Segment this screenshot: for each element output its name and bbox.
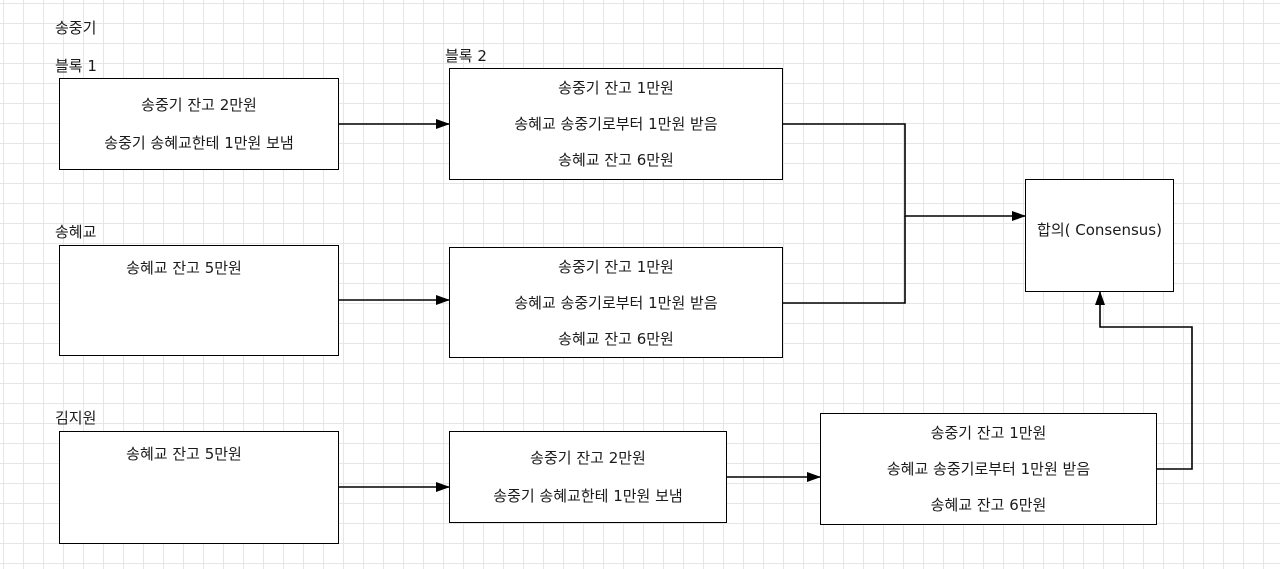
box-block1-songjoongki[interactable]: 송중기 잔고 2만원 송중기 송혜교한테 1만원 보냄 [59, 78, 339, 170]
box-block3-kimjiwon[interactable]: 송중기 잔고 1만원 송혜교 송중기로부터 1만원 받음 송혜교 잔고 6만원 [820, 413, 1157, 525]
box-line: 송중기 송혜교한테 1만원 보냄 [493, 487, 683, 505]
box-block2-kimjiwon[interactable]: 송중기 잔고 2만원 송중기 송혜교한테 1만원 보냄 [449, 431, 727, 523]
box-line: 송혜교 잔고 5만원 [126, 445, 242, 463]
arrow-b7-to-consensus [1095, 291, 1193, 470]
label-songhyegyo: 송혜교 [55, 223, 97, 241]
box-line: 송중기 잔고 1만원 [558, 257, 674, 276]
box-block2-songhyegyo[interactable]: 송중기 잔고 1만원 송혜교 송중기로부터 1만원 받음 송혜교 잔고 6만원 [449, 247, 783, 358]
box-block1-kimjiwon[interactable]: 송혜교 잔고 5만원 [59, 431, 339, 544]
box-line: 송혜교 잔고 6만원 [558, 151, 674, 169]
box-line: 송중기 잔고 2만원 [141, 96, 257, 114]
box-consensus[interactable]: 합의( Consensus) [1025, 179, 1174, 292]
box-line: 송혜교 송중기로부터 1만원 받음 [514, 293, 718, 312]
box-line: 송혜교 송중기로부터 1만원 받음 [514, 115, 718, 133]
box-block2-songjoongki[interactable]: 송중기 잔고 1만원 송혜교 송중기로부터 1만원 받음 송혜교 잔고 6만원 [449, 68, 783, 180]
arrow-b2-to-consensus [783, 123, 1026, 221]
box-line: 송혜교 송중기로부터 1만원 받음 [886, 460, 1091, 478]
label-block-1: 블록 1 [55, 57, 97, 75]
consensus-label: 합의( Consensus) [1037, 220, 1162, 239]
box-line: 송중기 송혜교한테 1만원 보냄 [104, 134, 294, 152]
box-line: 송중기 잔고 1만원 [930, 424, 1047, 442]
box-line: 송중기 잔고 2만원 [530, 449, 646, 467]
box-line: 송혜교 잔고 6만원 [930, 496, 1047, 514]
line-b4-to-consensus [783, 216, 906, 304]
label-songjoongki: 송중기 [55, 19, 97, 37]
box-line: 송혜교 잔고 5만원 [126, 259, 242, 277]
box-block1-songhyegyo[interactable]: 송혜교 잔고 5만원 [59, 245, 339, 356]
box-line: 송혜교 잔고 6만원 [558, 329, 674, 348]
label-block-2: 블록 2 [445, 47, 487, 65]
label-kimjiwon: 김지원 [55, 409, 97, 427]
box-line: 송중기 잔고 1만원 [558, 79, 674, 97]
